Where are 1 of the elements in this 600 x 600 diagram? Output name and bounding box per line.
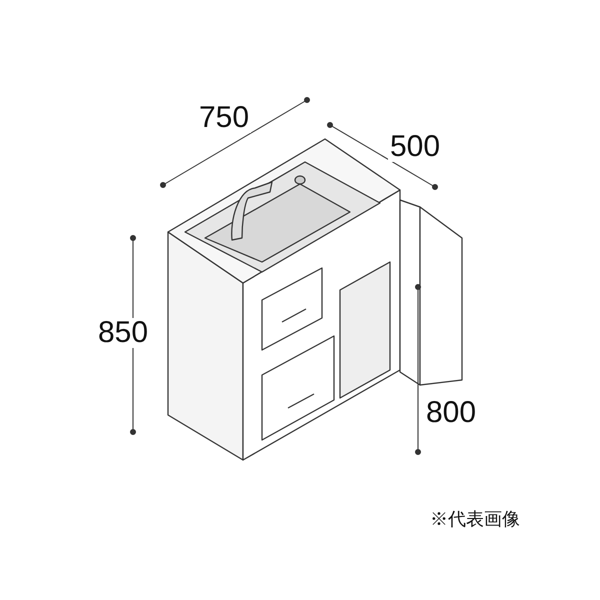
note-text: ※代表画像 — [430, 510, 520, 528]
